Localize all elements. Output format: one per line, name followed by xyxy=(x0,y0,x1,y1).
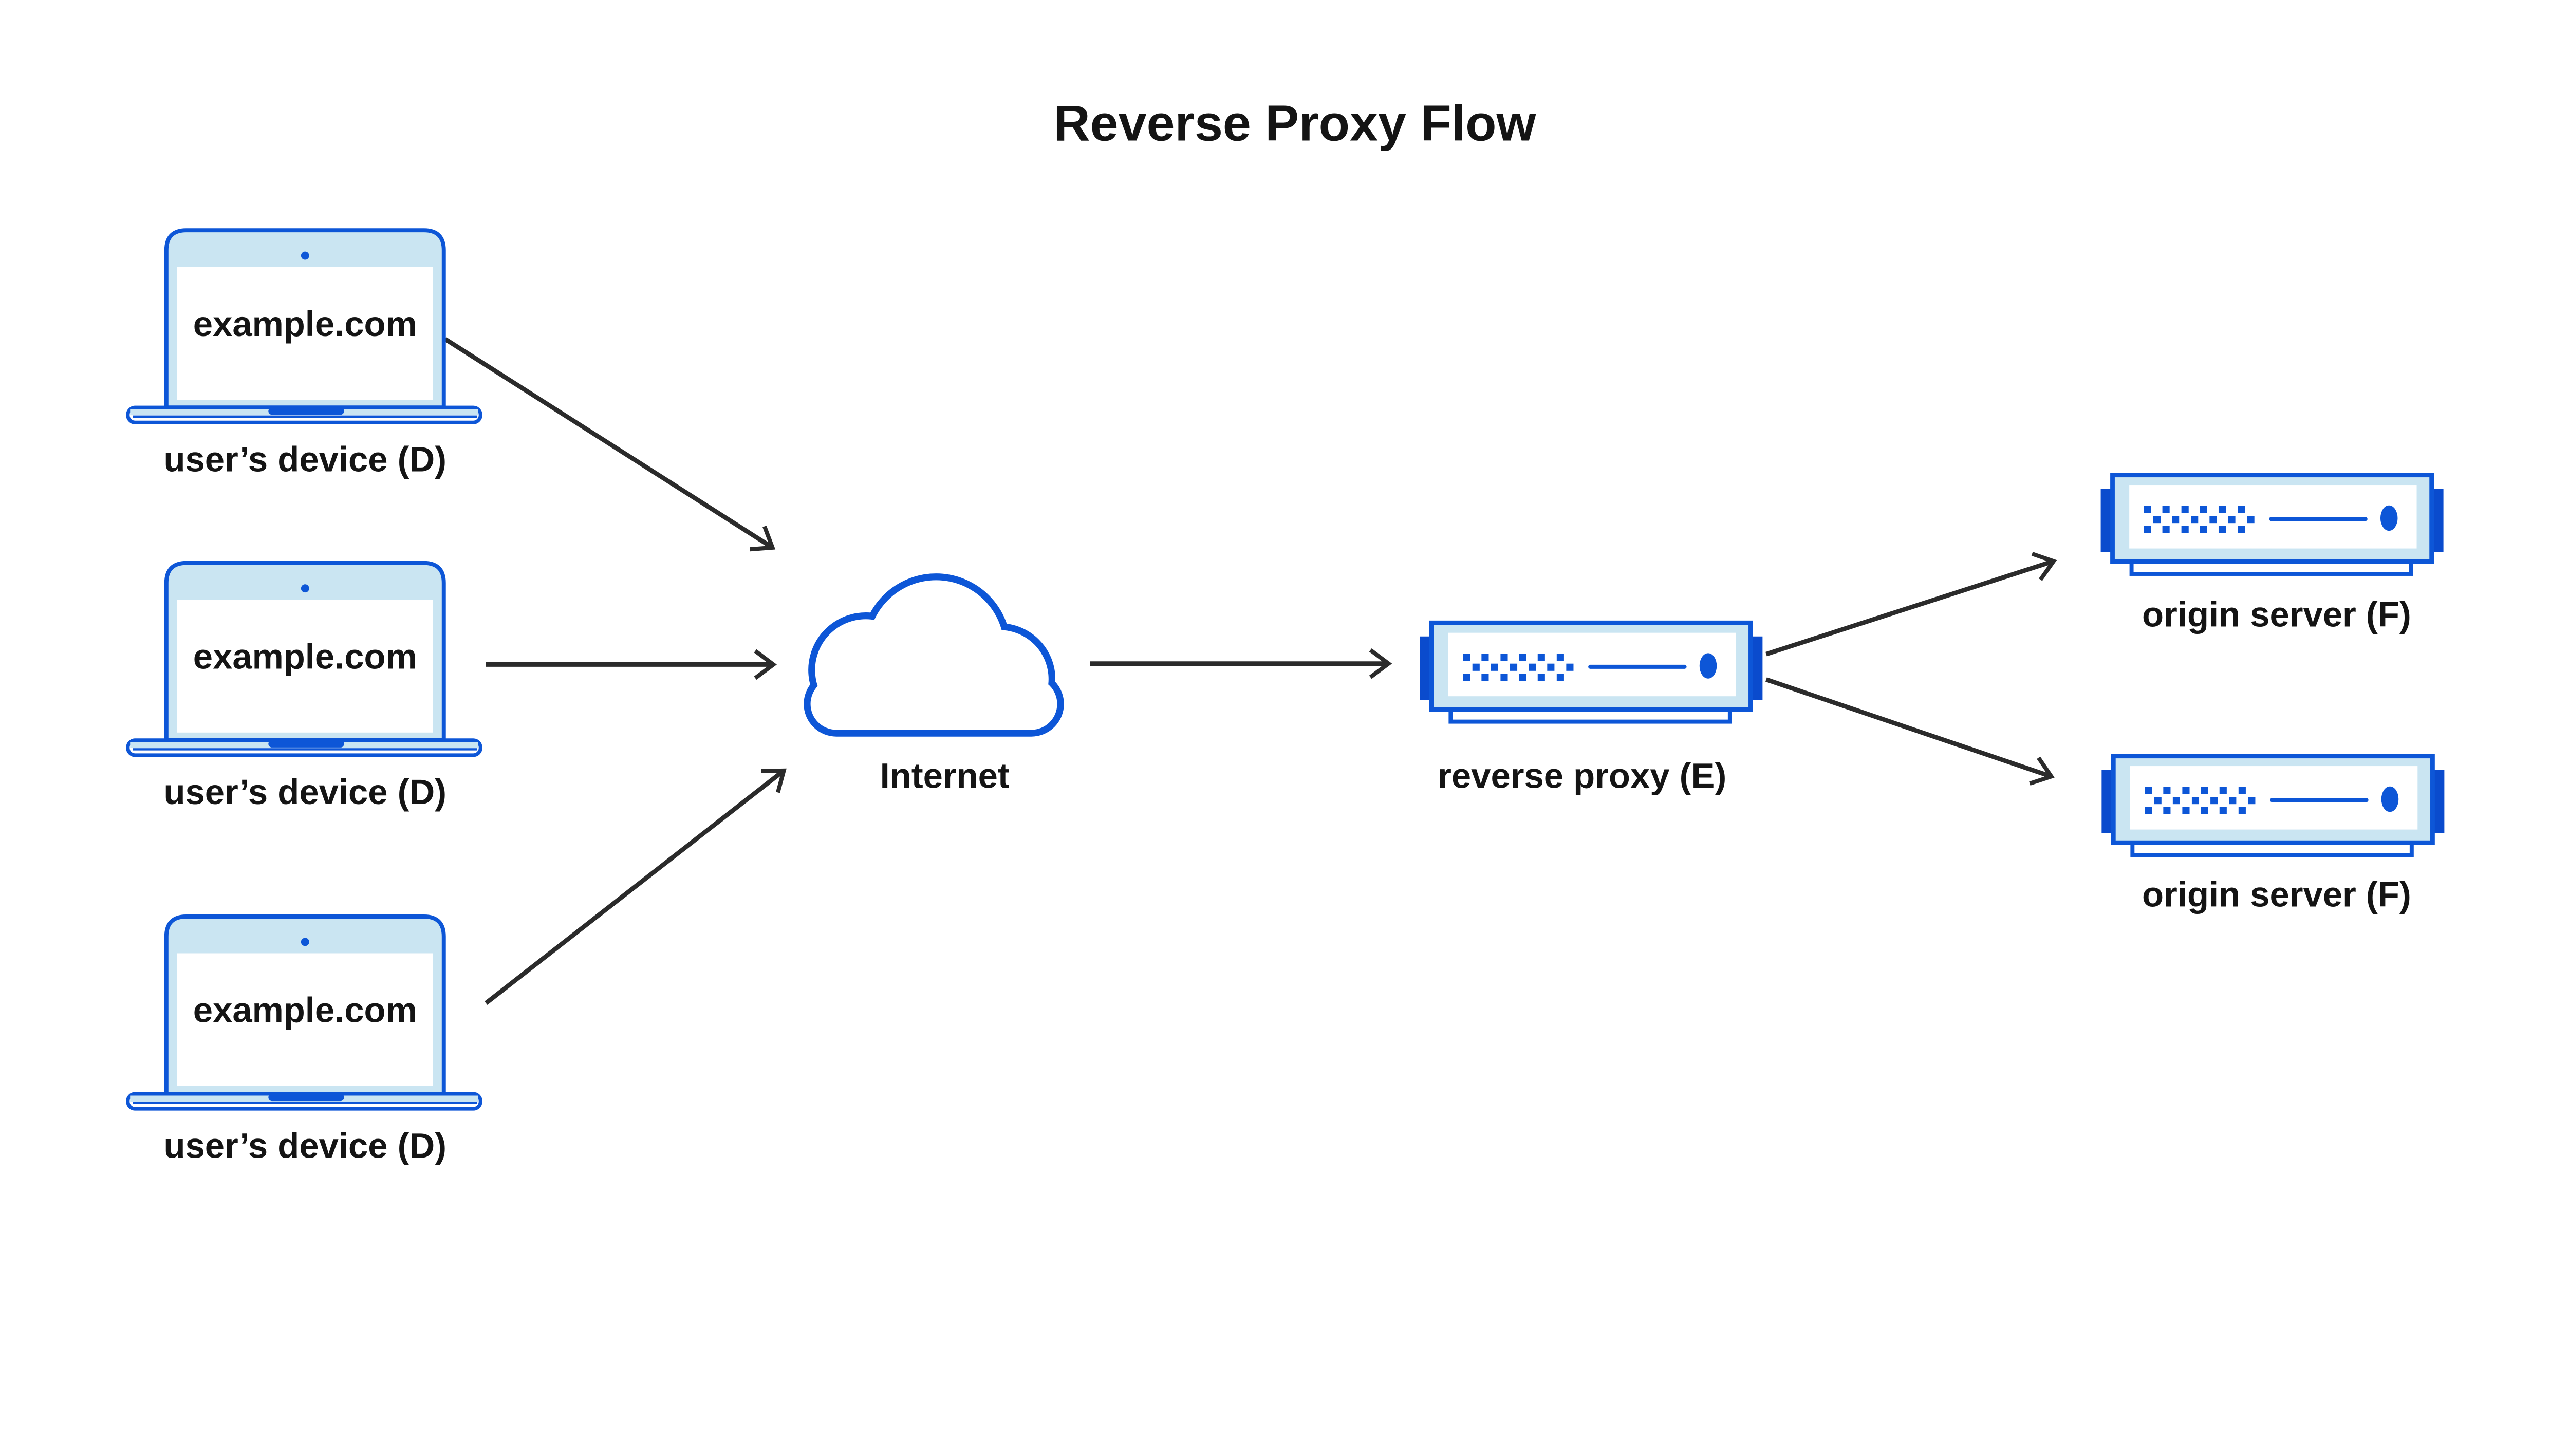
device-label: user’s device (D) xyxy=(163,1126,446,1165)
server-icon xyxy=(2101,756,2444,855)
origin-server-1: origin server (F) xyxy=(2101,475,2444,634)
arrow-proxy-to-origin2 xyxy=(1765,677,2055,786)
device-label: user’s device (D) xyxy=(163,772,446,812)
origin-server-label: origin server (F) xyxy=(2142,594,2411,634)
device-screen-url: example.com xyxy=(193,637,417,676)
server-icon xyxy=(1420,623,1762,721)
device-screen-url: example.com xyxy=(193,304,417,344)
user-device-1: example.com user’s device (D) xyxy=(128,230,480,479)
origin-server-label: origin server (F) xyxy=(2142,875,2411,914)
internet: Internet xyxy=(804,573,1064,795)
arrow-device3-to-internet xyxy=(485,768,787,1005)
arrow-device1-to-internet xyxy=(444,337,776,552)
arrow-proxy-to-origin1 xyxy=(1765,552,2057,657)
user-device-2: example.com user’s device (D) xyxy=(128,563,480,812)
reverse-proxy-flow-diagram: Reverse Proxy Flow example.com user’s de… xyxy=(125,95,2447,1166)
device-screen-url: example.com xyxy=(193,991,417,1030)
cloud-icon xyxy=(804,573,1064,737)
server-icon xyxy=(2101,475,2444,574)
origin-server-2: origin server (F) xyxy=(2101,756,2444,914)
reverse-proxy-label: reverse proxy (E) xyxy=(1438,756,1726,795)
internet-label: Internet xyxy=(880,756,1010,795)
user-device-3: example.com user’s device (D) xyxy=(128,917,480,1165)
reverse-proxy: reverse proxy (E) xyxy=(1420,623,1762,795)
device-label: user’s device (D) xyxy=(163,440,446,479)
page-title: Reverse Proxy Flow xyxy=(1053,95,1536,152)
flow-arrows xyxy=(444,337,2057,1005)
